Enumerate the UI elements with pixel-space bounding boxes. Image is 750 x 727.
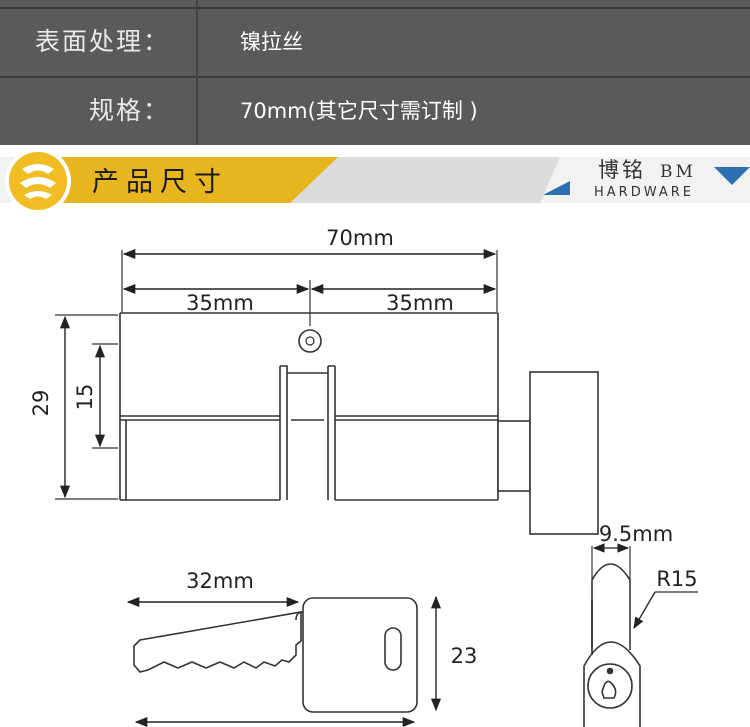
header-gray-stripe [280,157,560,203]
brand-name-en: BM [660,162,696,182]
label-inner-height: 15 [73,384,97,411]
label-total-height: 29 [29,390,53,417]
dimension-key-width: 23 [430,595,478,712]
dimension-overall-length: 70mm [121,226,498,312]
cylinder-body [119,312,499,501]
table-row-divider [0,76,750,78]
label-key-length: 32mm [186,569,254,593]
logo-icon [5,148,71,214]
table-column-divider [196,0,198,145]
spec-value-size: 70mm(其它尺寸需订制 ) [240,99,478,123]
section-header: 产品尺寸 博铭 BM HARDWARE [0,148,750,214]
key-drawing [133,597,418,713]
spec-value-finish: 镍拉丝 [240,30,303,54]
screw-hole-icon [298,329,322,353]
label-half-length-left: 35mm [186,291,254,315]
label-overall-length: 70mm [326,226,394,250]
spec-label-finish: 表面处理： [34,27,170,56]
header-gold-band [60,157,338,203]
header-blue-triangle-right [714,167,750,185]
cylinder-end-view [583,563,641,727]
dimension-key-length: 32mm [126,569,416,727]
label-half-length-right: 35mm [386,291,454,315]
spec-table: 表面处理： 镍拉丝 规格： 70mm(其它尺寸需订制 ) [0,0,750,145]
dimension-total-height: 29 [29,314,118,500]
brand-subtitle: HARDWARE [594,185,694,200]
spec-label-size: 规格： [88,96,170,125]
label-radius: R15 [656,567,697,591]
dimension-knob-width: 9.5mm [591,522,673,580]
spec-row-finish: 表面处理： 镍拉丝 [0,9,750,75]
section-title: 产品尺寸 [92,167,228,198]
dimension-drawing: 70mm 35mm 35mm 29 15 32mm 23 [29,226,698,727]
header-blue-triangle-left [543,181,570,195]
thumb-turn-knob [497,371,599,535]
dimension-inner-height: 15 [73,343,118,449]
dimension-radius: R15 [633,567,698,630]
table-top-divider [0,7,750,9]
label-key-width: 23 [451,644,478,668]
label-knob-width: 9.5mm [599,522,673,546]
spec-row-size: 规格： 70mm(其它尺寸需订制 ) [0,78,750,144]
dimension-half-lengths: 35mm 35mm [122,280,497,326]
brand-name-cn: 博铭 [598,158,646,182]
